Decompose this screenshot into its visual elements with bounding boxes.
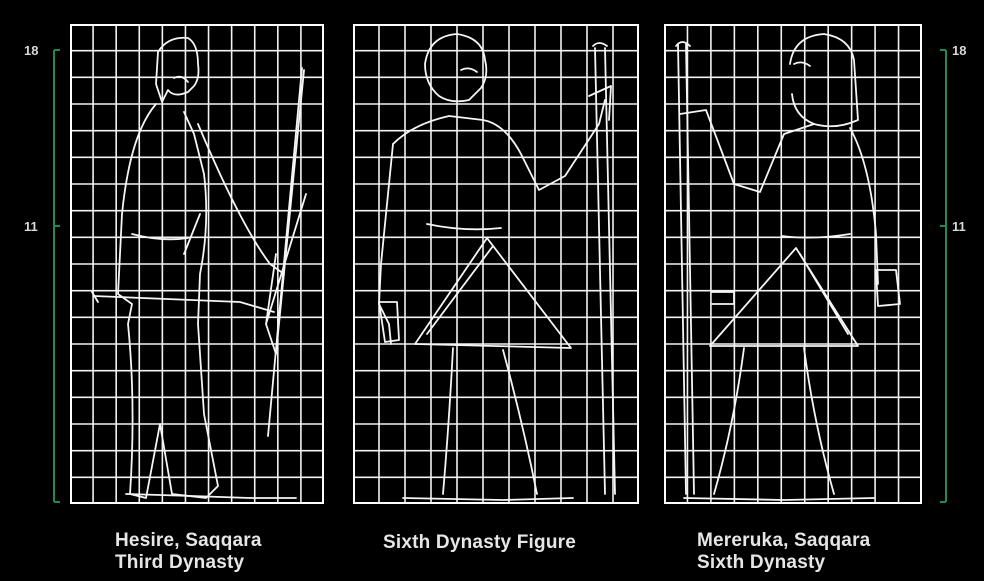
- figure-hesire: [92, 38, 306, 498]
- caption-mereruka-line2: Sixth Dynasty: [697, 552, 870, 574]
- caption-hesire-line2: Third Dynasty: [115, 552, 262, 574]
- caption-sixth-dynasty: Sixth Dynasty Figure: [383, 532, 576, 554]
- caption-mereruka: Mereruka, Saqqara Sixth Dynasty: [697, 530, 870, 574]
- left-scale-label-mid: 11: [24, 219, 38, 234]
- left-scale-label-top: 18: [24, 43, 38, 58]
- right-scale-label-mid: 11: [952, 219, 966, 234]
- panel-mereruka: [664, 24, 922, 504]
- panel-hesire: [70, 24, 324, 504]
- right-scale: [930, 40, 960, 510]
- panel-sixth-dynasty: [353, 24, 639, 504]
- caption-sixth-dynasty-line1: Sixth Dynasty Figure: [383, 532, 576, 554]
- grid-hesire: [70, 24, 324, 504]
- caption-hesire-line1: Hesire, Saqqara: [115, 530, 262, 552]
- left-scale: [40, 40, 70, 510]
- caption-hesire: Hesire, Saqqara Third Dynasty: [115, 530, 262, 574]
- right-scale-label-top: 18: [952, 43, 966, 58]
- caption-mereruka-line1: Mereruka, Saqqara: [697, 530, 870, 552]
